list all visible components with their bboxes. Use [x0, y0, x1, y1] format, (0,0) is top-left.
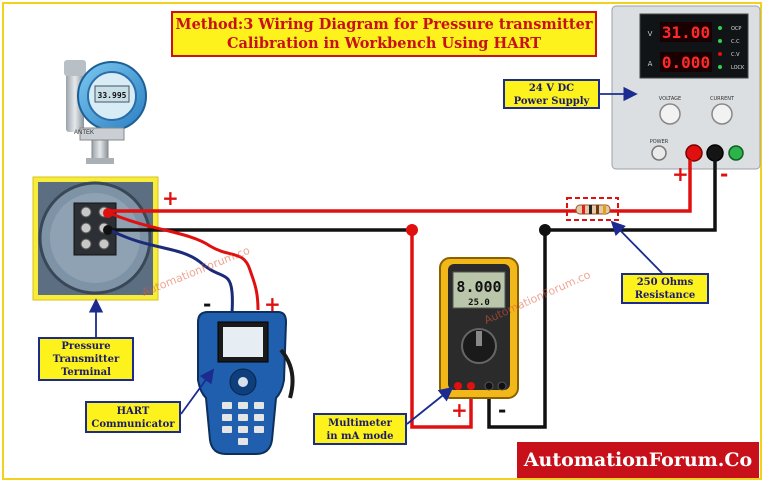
- psu-voltage-knob-label: VOLTAGE: [659, 96, 681, 102]
- mm-label-line-2: in mA mode: [326, 431, 394, 442]
- loop-wiring: [106, 160, 717, 429]
- power-supply-label: 24 V DC Power Supply: [503, 79, 600, 109]
- psu-indicator-cc: C.C: [731, 39, 740, 45]
- multimeter-label: Multimeter in mA mode: [313, 413, 407, 445]
- hart-communicator-device: [197, 311, 295, 455]
- hart-communicator-label: HART Communicator: [85, 401, 181, 433]
- res-label-line-2: Resistance: [634, 290, 696, 301]
- polarity-plus-psu: +: [672, 162, 689, 186]
- psu-label-line-1: 24 V DC: [528, 83, 575, 94]
- polarity-plus-multimeter: +: [451, 398, 468, 422]
- polarity-minus-multimeter: -: [498, 398, 507, 422]
- resistor-250-ohm: [566, 197, 619, 221]
- polarity-plus-hart: +: [264, 292, 281, 316]
- psu-indicator-lock: LOCK: [731, 65, 745, 71]
- multimeter-device: [439, 257, 519, 399]
- polarity-minus-hart: -: [203, 292, 212, 316]
- title-line-1: Method:3 Wiring Diagram for Pressure tra…: [175, 16, 593, 33]
- title-line-2: Calibration in Workbench Using HART: [226, 35, 542, 52]
- mm-label-line-1: Multimeter: [328, 418, 392, 429]
- resistor-label: 250 Ohms Resistance: [621, 273, 709, 304]
- psu-current-display: 0.000: [662, 53, 710, 72]
- hart-label-line-1: HART: [116, 406, 150, 417]
- psu-label-line-2: Power Supply: [513, 96, 590, 107]
- multimeter-display-sub: 25.0: [468, 298, 490, 308]
- junction-negative: [539, 224, 551, 236]
- pt-label-line-3: Terminal: [61, 367, 111, 378]
- polarity-minus-psu: -: [720, 162, 729, 186]
- transmitter-brand-text: ANTEK: [74, 130, 94, 136]
- transmitter-display-value: 33.995: [98, 91, 127, 100]
- hart-label-line-2: Communicator: [91, 419, 175, 430]
- pt-label-line-2: Transmitter: [52, 354, 120, 365]
- psu-voltage-display: 31.00: [662, 23, 710, 42]
- power-supply-device: [611, 5, 761, 170]
- pt-label-line-1: Pressure: [61, 341, 111, 352]
- brand-banner: AutomationForum.Co: [517, 442, 759, 478]
- psu-indicator-cv: C.V: [731, 52, 740, 58]
- pressure-transmitter-terminal-label: Pressure Transmitter Terminal: [38, 337, 134, 381]
- transmitter-terminal-image: [32, 176, 159, 301]
- psu-indicator-ocp: OCP: [731, 26, 741, 32]
- page-frame: [2, 2, 762, 480]
- psu-power-label: POWER: [650, 139, 669, 145]
- callout-arrows: [88, 86, 663, 425]
- psu-current-knob-label: CURRENT: [710, 96, 735, 102]
- res-label-line-1: 250 Ohms: [636, 277, 694, 288]
- pressure-transmitter-device: [64, 60, 147, 164]
- psu-voltage-unit: V: [648, 30, 653, 38]
- diagram-title: Method:3 Wiring Diagram for Pressure tra…: [171, 11, 597, 57]
- polarity-plus-transmitter: +: [162, 186, 179, 210]
- junction-positive: [406, 224, 418, 236]
- multimeter-display-main: 8.000: [456, 278, 501, 296]
- psu-current-unit: A: [648, 60, 653, 68]
